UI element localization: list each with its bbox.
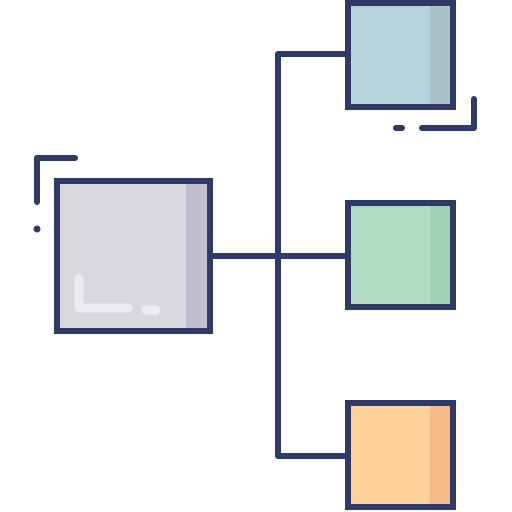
root-node-highlight	[74, 274, 133, 313]
child-node-top	[345, 0, 456, 110]
child-node-middle-shade	[430, 203, 453, 307]
child-node-bottom-shade	[430, 403, 453, 507]
root-node-shade	[186, 181, 210, 331]
child-node-middle-outline	[345, 200, 456, 310]
top-left-bracket	[34, 155, 78, 205]
trunk-connector	[275, 51, 348, 459]
child-node-top-shade	[430, 3, 453, 107]
bottom-right-bracket	[419, 96, 477, 131]
child-node-middle	[345, 200, 456, 310]
connector-lines	[210, 51, 348, 459]
root-node	[54, 178, 213, 334]
child-node-bottom-outline	[345, 400, 456, 510]
child-node-bottom	[345, 400, 456, 510]
root-node-outline	[54, 178, 213, 334]
child-node-top-outline	[345, 0, 456, 110]
top-left-dot	[33, 225, 41, 233]
decorative-corner-marks	[33, 96, 477, 233]
